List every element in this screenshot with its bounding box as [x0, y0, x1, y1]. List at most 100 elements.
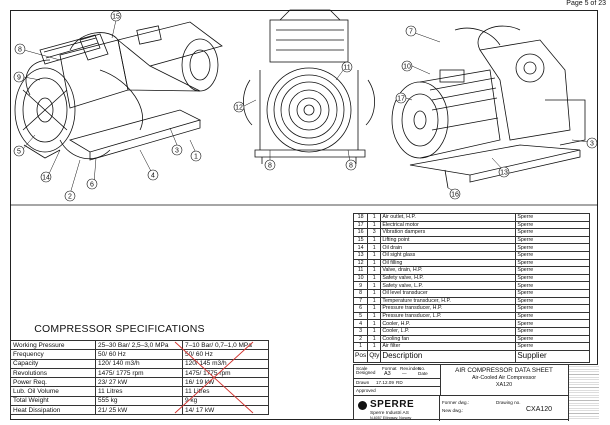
parts-list-header: Pos Qty Description Supplier — [352, 349, 591, 363]
callout-9: 9 — [13, 71, 25, 83]
callout-13: 13 — [498, 166, 510, 178]
part-qty: 1 — [367, 250, 382, 260]
part-qty: 1 — [367, 304, 382, 313]
header-qty: Qty — [367, 349, 382, 363]
part-pos: 5 — [352, 311, 369, 321]
part-description: Safety valve, L.P. — [380, 281, 517, 290]
part-supplier: Sperre — [515, 334, 591, 344]
company-block: SPERRE Sperre Industri AS N-6057 Ellings… — [354, 395, 440, 421]
rev-label: Rev.index — [400, 366, 421, 371]
drawing-sheet-frame — [10, 10, 598, 420]
part-qty: 1 — [367, 334, 382, 344]
svg-text:16: 16 — [451, 192, 459, 199]
spec-value: 11 Litres — [95, 386, 183, 397]
callout-11: 11 — [341, 61, 353, 73]
part-pos: 14 — [352, 243, 369, 252]
spec-label: Capacity — [10, 358, 96, 369]
spec-value: 50/ 60 Hz — [95, 349, 183, 360]
callout-3-right: 3 — [586, 137, 598, 149]
part-supplier: Sperre — [515, 304, 591, 313]
part-description: Oil filling — [380, 258, 517, 268]
view-front — [243, 9, 375, 164]
callout-14: 14 — [40, 171, 52, 183]
part-description: Pressure transducer, L.P. — [380, 311, 517, 321]
svg-text:13: 13 — [500, 170, 508, 177]
page-number: Page 5 of 23 — [566, 0, 606, 7]
part-qty: 1 — [367, 258, 382, 268]
part-supplier: Sperre — [515, 235, 591, 245]
svg-text:8: 8 — [18, 47, 22, 54]
callout-1: 1 — [190, 150, 202, 162]
part-description: Lifting point — [380, 235, 517, 245]
approved-label: Approved — [356, 388, 376, 393]
title-meta: Scale Format Rev.index Designed A3 — No.… — [354, 365, 441, 395]
drawn-date: 17.12.09 — [376, 380, 394, 385]
part-description: Electrical motor — [380, 220, 517, 230]
part-description: Vibration dampers — [380, 228, 517, 237]
part-qty: 1 — [367, 235, 382, 245]
part-pos: 4 — [352, 319, 369, 328]
former-dwg-label: Former dwg.: — [442, 400, 470, 405]
part-pos: 6 — [352, 304, 369, 313]
rev-value: — — [402, 371, 407, 376]
part-description: Air filter — [380, 342, 517, 351]
callout-15: 15 — [110, 10, 122, 22]
part-supplier: Sperre — [515, 342, 591, 351]
part-qty: 3 — [367, 228, 382, 237]
svg-text:8: 8 — [349, 163, 353, 170]
part-qty: 1 — [367, 311, 382, 321]
drawn-by: RD — [396, 380, 403, 385]
part-pos: 11 — [352, 266, 369, 275]
part-qty: 1 — [367, 281, 382, 290]
view-left-perspective — [14, 21, 223, 161]
part-description: Oil level transducer — [380, 288, 517, 298]
callout-8-front-right: 8 — [345, 159, 357, 171]
part-description: Oil drain — [380, 243, 517, 252]
part-pos: 1 — [352, 342, 369, 351]
company-name: SPERRE — [370, 399, 415, 410]
spec-label: Total Weight — [10, 395, 96, 407]
svg-text:15: 15 — [112, 14, 120, 21]
part-supplier: Sperre — [515, 220, 591, 230]
drawn-label: Drawn — [356, 380, 370, 385]
part-pos: 10 — [352, 273, 369, 283]
spec-label: Heat Dissipation — [10, 405, 96, 416]
svg-text:1: 1 — [194, 154, 198, 161]
sheet-subtitle: Air-Cooled Air Compressor — [471, 375, 537, 381]
svg-text:10: 10 — [403, 64, 411, 71]
spec-value: 25–30 Bar/ 2,5–3,0 MPa — [95, 339, 183, 351]
part-supplier: Sperre — [515, 258, 591, 268]
drawing-number-block: Former dwg.: New dwg.: Drawing no. CXA12… — [440, 395, 568, 421]
callout-5: 5 — [13, 145, 25, 157]
part-qty: 1 — [367, 326, 382, 336]
copyright-note-strip — [568, 365, 599, 421]
sheet-title: AIR COMPRESSOR DATA SHEET — [455, 367, 553, 374]
company-line2: N-6057 Ellingsøy, Norway — [370, 416, 412, 420]
callout-8-front-left: 8 — [264, 159, 276, 171]
svg-text:9: 9 — [17, 75, 21, 82]
svg-text:7: 7 — [409, 29, 413, 36]
new-dwg-label: New dwg.: — [442, 408, 464, 413]
format-value: A3 — [384, 371, 391, 377]
part-supplier: Sperre — [515, 213, 591, 222]
date-label: Date — [418, 371, 428, 376]
svg-text:17: 17 — [397, 96, 405, 103]
scale-label: Scale — [356, 366, 368, 371]
part-supplier: Sperre — [515, 296, 591, 306]
sperre-logo-icon — [358, 401, 367, 410]
part-qty: 1 — [367, 288, 382, 298]
svg-text:6: 6 — [90, 182, 94, 189]
